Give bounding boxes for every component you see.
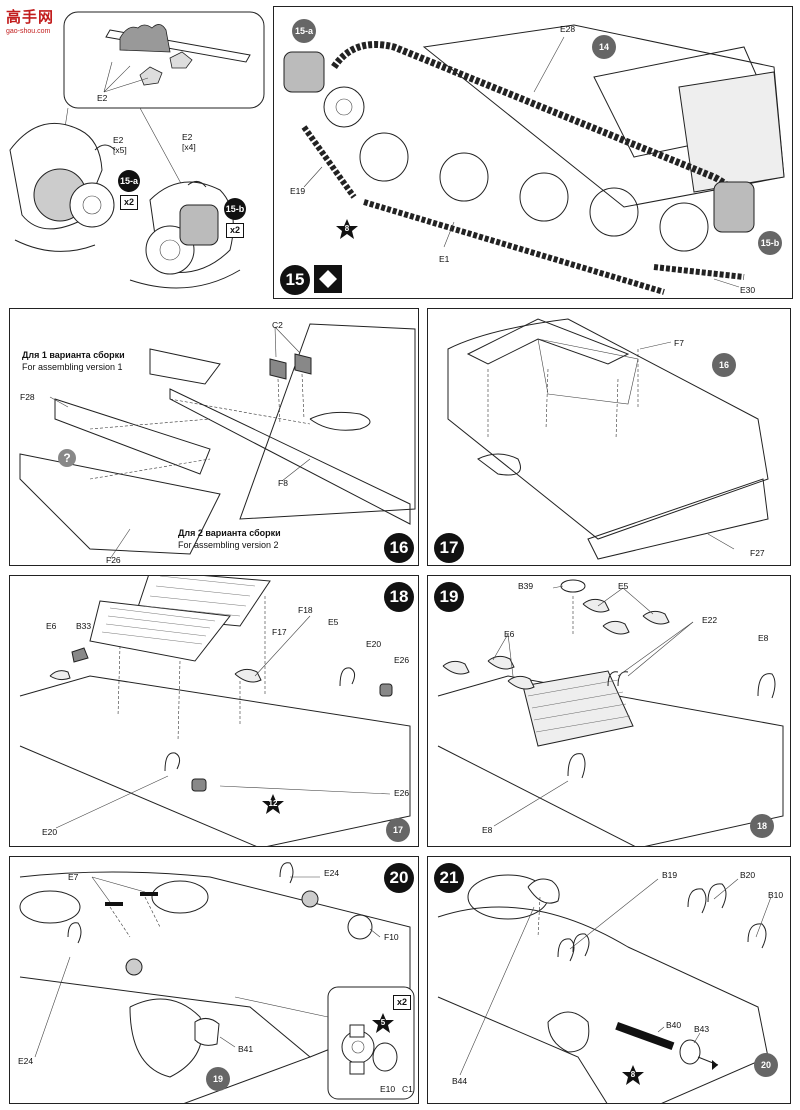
step15-left-drawing bbox=[9, 11, 265, 289]
callout-e26-right: E26 bbox=[394, 655, 410, 665]
ref-badge-18: 18 bbox=[750, 814, 774, 838]
callout-f8: F8 bbox=[278, 478, 288, 488]
star-badge-8: 8 bbox=[622, 1065, 644, 1085]
callout-e24-left: E24 bbox=[18, 1056, 34, 1066]
star-number: 12 bbox=[268, 799, 278, 808]
callout-e6: E6 bbox=[46, 621, 57, 631]
callout-e2-c: E2 bbox=[182, 132, 193, 142]
multiplier-15b: x2 bbox=[226, 223, 245, 238]
step21-panel: B19 B20 B10 B40 B43 B44 8 20 21 bbox=[427, 856, 791, 1104]
callout-e7: E7 bbox=[68, 872, 79, 882]
callout-e2-b: E2 bbox=[113, 135, 124, 145]
watermark-main: 高手网 bbox=[6, 9, 55, 26]
callout-e5: E5 bbox=[328, 617, 339, 627]
step18-panel: F18 F17 E5 E6 B33 E20 E26 E20 E26 12 17 … bbox=[9, 575, 419, 847]
ref-badge-15a: 15-a bbox=[118, 170, 140, 192]
star-badge-8: 8 bbox=[336, 219, 358, 239]
ref-badge-19: 19 bbox=[206, 1067, 230, 1091]
step16-number: 16 bbox=[384, 533, 414, 563]
callout-e5: E5 bbox=[618, 581, 629, 591]
step20-number: 20 bbox=[384, 863, 414, 893]
step17-diagram bbox=[447, 318, 769, 560]
callout-b20: B20 bbox=[740, 870, 756, 880]
callout-e28: E28 bbox=[560, 24, 576, 34]
callout-e26-bottom: E26 bbox=[394, 788, 410, 798]
star-number: 5 bbox=[380, 1018, 386, 1027]
star-badge-12: 12 bbox=[262, 794, 284, 814]
callout-e1: E1 bbox=[439, 254, 450, 264]
step15-left-area: E2 E2 [x5] E2 [x4] 15-a x2 15-b x2 bbox=[0, 0, 270, 300]
callout-b33: B33 bbox=[76, 621, 92, 631]
callout-e30: E30 bbox=[740, 285, 756, 295]
callout-e8-left: E8 bbox=[482, 825, 493, 835]
ref-badge-14: 14 bbox=[592, 35, 616, 59]
watermark-logo: 高手网 gao-shou.com bbox=[6, 6, 54, 35]
callout-f18: F18 bbox=[298, 605, 313, 615]
qty-x5: [x5] bbox=[113, 145, 127, 155]
callout-b40: B40 bbox=[666, 1020, 682, 1030]
step19-number: 19 bbox=[434, 582, 464, 612]
step15-diagram bbox=[283, 24, 785, 295]
step16-panel: Для 1 варианта сборки For assembling ver… bbox=[9, 308, 419, 566]
ref-badge-20: 20 bbox=[754, 1053, 778, 1077]
watermark-sub: gao-shou.com bbox=[6, 28, 51, 35]
star-number: 8 bbox=[630, 1070, 636, 1079]
step15-panel: 15 15-a 15-b 14 E28 E19 E1 E30 8 bbox=[273, 6, 793, 299]
multiplier-15a: x2 bbox=[120, 195, 139, 210]
version2-ru: Для 2 варианта сборки bbox=[178, 528, 281, 538]
callout-b10: B10 bbox=[768, 890, 784, 900]
callout-e20-left: E20 bbox=[42, 827, 58, 837]
ref-badge-17: 17 bbox=[386, 818, 410, 842]
version1-ru: Для 1 варианта сборки bbox=[22, 350, 125, 360]
callout-e20-right: E20 bbox=[366, 639, 382, 649]
callout-e6: E6 bbox=[504, 629, 515, 639]
ref-badge-15b-main: 15-b bbox=[758, 231, 782, 255]
step21-diagram bbox=[437, 874, 772, 1103]
step15-number: 15 bbox=[280, 265, 310, 295]
step20-diagram bbox=[19, 862, 415, 1103]
multiplier-x2: x2 bbox=[393, 995, 412, 1010]
step18-diagram bbox=[19, 576, 411, 846]
ref-badge-15b: 15-b bbox=[224, 198, 246, 220]
step16-diagram bbox=[19, 323, 416, 560]
step17-panel: F7 F27 16 17 bbox=[427, 308, 791, 566]
step21-number: 21 bbox=[434, 863, 464, 893]
step19-panel: B39 E5 E6 E22 E8 E8 18 19 bbox=[427, 575, 791, 847]
step17-number: 17 bbox=[434, 533, 464, 563]
callout-f17: F17 bbox=[272, 627, 287, 637]
callout-b19: B19 bbox=[662, 870, 678, 880]
version1-en: For assembling version 1 bbox=[22, 362, 123, 372]
step18-number: 18 bbox=[384, 582, 414, 612]
version2-en: For assembling version 2 bbox=[178, 540, 279, 550]
question-icon: ? bbox=[58, 449, 76, 467]
star-number: 8 bbox=[344, 224, 350, 233]
callout-e2-a: E2 bbox=[97, 93, 108, 103]
callout-c2: C2 bbox=[272, 320, 283, 330]
callout-e22: E22 bbox=[702, 615, 718, 625]
callout-f7: F7 bbox=[674, 338, 684, 348]
callout-b39: B39 bbox=[518, 581, 534, 591]
star-badge-5: 5 bbox=[372, 1013, 394, 1033]
callout-b41: B41 bbox=[238, 1044, 254, 1054]
callout-e10: E10 bbox=[380, 1084, 396, 1094]
step20-panel: E7 E24 F10 E24 B41 E10 C1 x2 5 19 20 bbox=[9, 856, 419, 1104]
callout-e24-top: E24 bbox=[324, 868, 340, 878]
ref-badge-15a-main: 15-a bbox=[292, 19, 316, 43]
callout-f10: F10 bbox=[384, 932, 399, 942]
qty-x4: [x4] bbox=[182, 142, 196, 152]
step19-diagram bbox=[437, 579, 784, 846]
callout-f27: F27 bbox=[750, 548, 765, 558]
callout-e8-right: E8 bbox=[758, 633, 769, 643]
callout-f28: F28 bbox=[20, 392, 35, 402]
callout-b44: B44 bbox=[452, 1076, 468, 1086]
callout-f26: F26 bbox=[106, 555, 121, 565]
callout-b43: B43 bbox=[694, 1024, 710, 1034]
ref-badge-16: 16 bbox=[712, 353, 736, 377]
callout-e19: E19 bbox=[290, 186, 306, 196]
callout-c1: C1 bbox=[402, 1084, 413, 1094]
